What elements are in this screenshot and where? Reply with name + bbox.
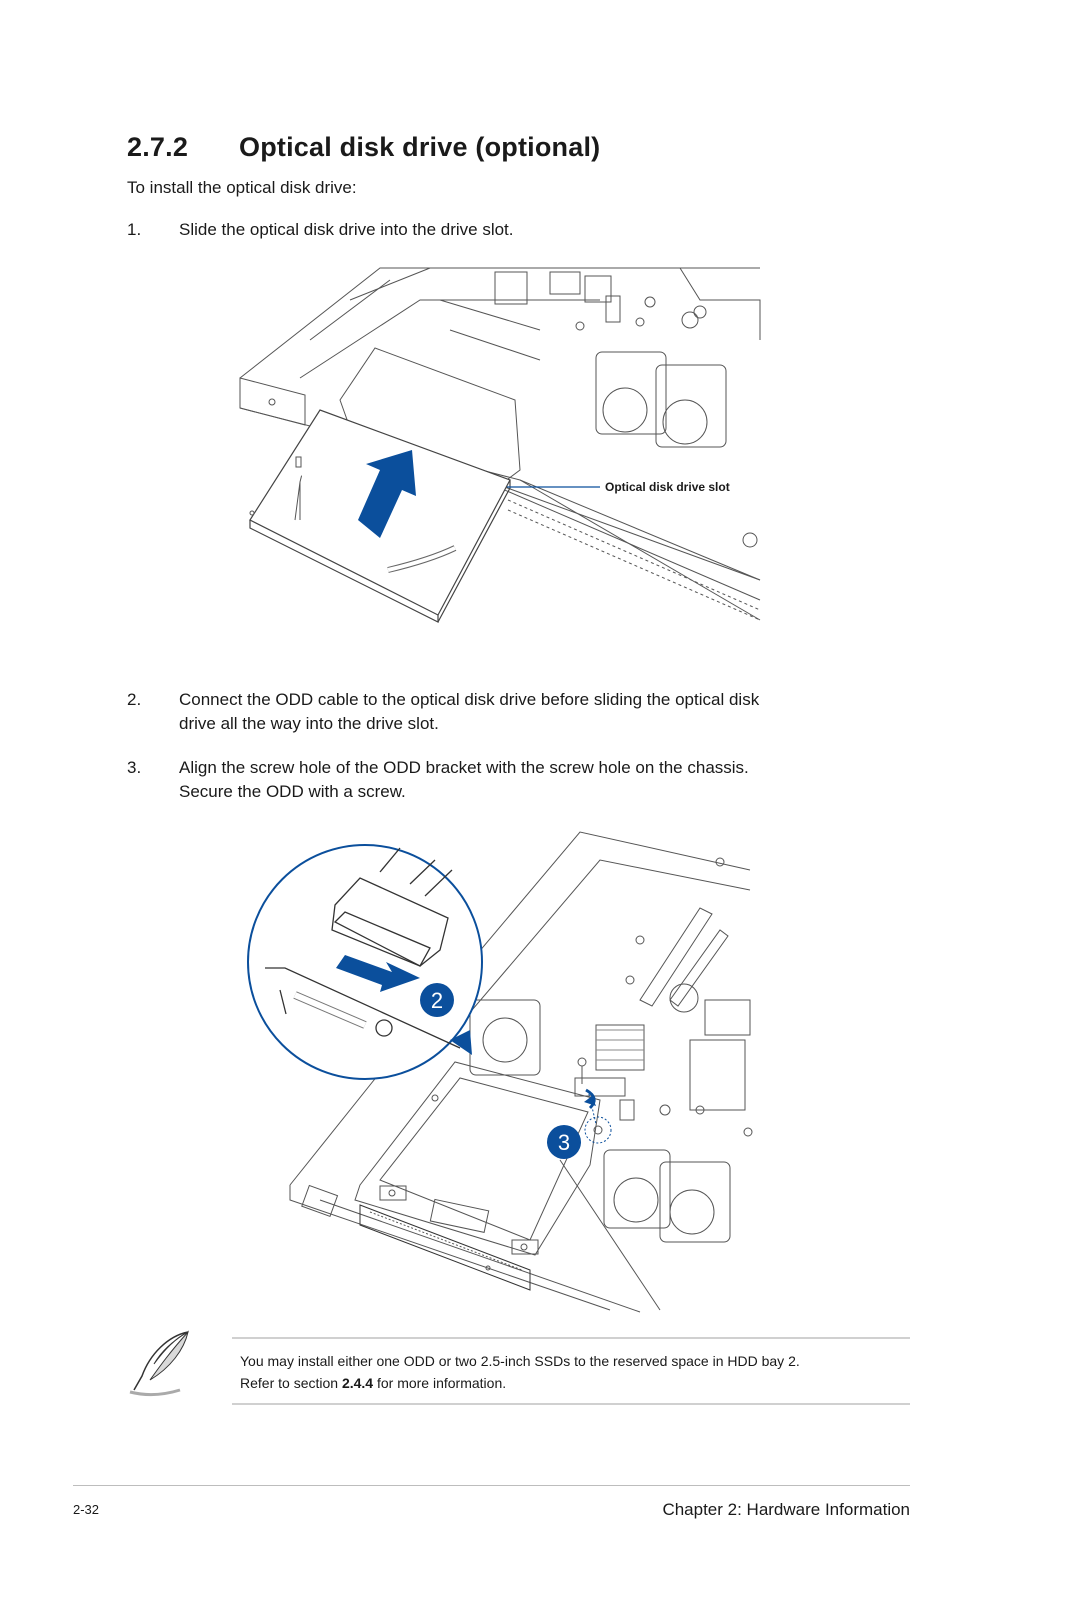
note-rule-top — [232, 1337, 910, 1339]
section-title: Optical disk drive (optional) — [239, 132, 601, 162]
step-text-line2: drive all the way into the drive slot. — [179, 714, 439, 733]
note-section-ref: 2.4.4 — [341, 1375, 374, 1391]
page-number: 2-32 — [73, 1502, 100, 1517]
section-number: 2.7.2 — [127, 132, 189, 162]
step-text-line1: Align the screw hole of the ODD bracket … — [179, 758, 749, 777]
note-line1: You may install either one ODD or two 2.… — [240, 1353, 800, 1369]
note-line2-suffix: for more information. — [373, 1375, 507, 1391]
step-text-line2: Secure the ODD with a screw. — [179, 782, 406, 801]
footer-rule — [73, 1485, 910, 1486]
step-text: Slide the optical disk drive into the dr… — [179, 220, 514, 239]
note-rule-bottom — [232, 1403, 910, 1405]
step-text: Align the screw hole of the ODD bracket … — [179, 756, 859, 804]
step-number: 1. — [127, 220, 142, 239]
feather-pen-icon — [129, 1330, 189, 1397]
step-number: 3. — [127, 758, 142, 777]
step-number: 2. — [127, 690, 142, 709]
section-heading: 2.7.2 Optical disk drive (optional) — [127, 132, 600, 163]
step-marker-3: 3 — [558, 1130, 570, 1155]
callout-label: Optical disk drive slot — [605, 480, 730, 494]
note-text: You may install either one ODD or two 2.… — [240, 1350, 910, 1394]
step-text-line1: Connect the ODD cable to the optical dis… — [179, 690, 760, 709]
step-text: Connect the ODD cable to the optical dis… — [179, 688, 859, 736]
note-line2-prefix: Refer to section — [240, 1375, 342, 1391]
chapter-title: Chapter 2: Hardware Information — [662, 1500, 910, 1519]
intro-text: To install the optical disk drive: — [127, 178, 357, 197]
step-marker-2: 2 — [431, 988, 443, 1013]
